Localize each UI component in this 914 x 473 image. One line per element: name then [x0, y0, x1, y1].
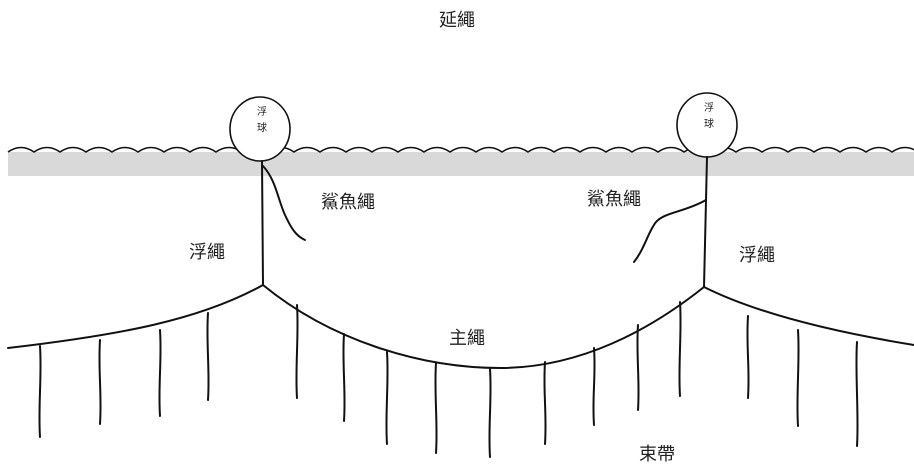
float-line-label-right: 浮繩 [739, 245, 775, 266]
float-line-label-left: 浮繩 [189, 242, 225, 263]
branch-lines-label: 束帶 [639, 444, 675, 465]
branch-line [636, 324, 640, 411]
left-float-label: 浮球 [255, 106, 267, 138]
branch-line [38, 345, 42, 438]
branch-line [855, 341, 859, 447]
right-float-line [703, 156, 708, 288]
branch-line [592, 347, 596, 426]
branch-line [488, 368, 492, 458]
shark-line-label-left: 鯊魚繩 [321, 192, 375, 213]
left-float [229, 96, 291, 162]
branch-line [158, 329, 162, 417]
branch-lines [38, 301, 859, 458]
branch-line [434, 362, 438, 454]
branch-line [385, 351, 389, 445]
diagram-title: 延繩 [439, 10, 475, 31]
main-line [7, 284, 914, 369]
sea-surface [7, 146, 914, 176]
branch-line [746, 315, 750, 399]
right-float-label: 浮球 [702, 102, 714, 134]
branch-line [678, 301, 682, 397]
left-float-assembly: 浮球 [229, 96, 306, 286]
branch-line [206, 312, 210, 401]
water-band [8, 152, 914, 176]
left-float-line [261, 160, 264, 286]
wave-line [7, 146, 914, 153]
branch-line [796, 329, 800, 427]
branch-line [342, 333, 346, 422]
branch-line [295, 304, 299, 399]
left-shark-line [262, 165, 306, 241]
right-float-assembly: 浮球 [633, 92, 738, 288]
branch-line [543, 361, 547, 445]
right-shark-line [633, 199, 707, 263]
shark-line-label-right: 鯊魚繩 [587, 189, 641, 210]
branch-line [98, 339, 102, 425]
main-line-label: 主繩 [449, 328, 485, 349]
